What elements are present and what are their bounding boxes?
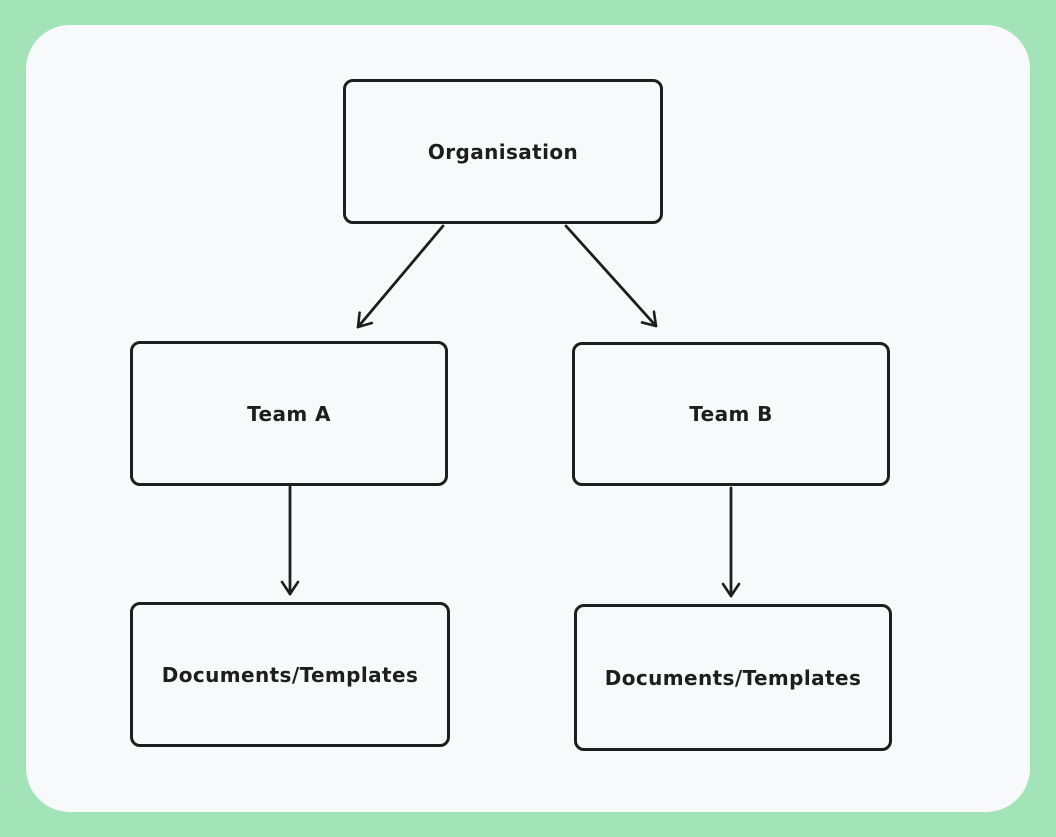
node-documents-templates-b-label: Documents/Templates <box>604 665 862 690</box>
node-team-b-label: Team B <box>689 402 773 426</box>
node-documents-templates-a-label: Documents/Templates <box>161 662 419 687</box>
node-team-a: Team A <box>130 341 448 486</box>
node-documents-templates-b: Documents/Templates <box>574 604 892 751</box>
node-organisation: Organisation <box>343 79 663 224</box>
node-team-b: Team B <box>572 342 890 486</box>
node-team-a-label: Team A <box>247 401 331 426</box>
node-documents-templates-a: Documents/Templates <box>130 602 450 747</box>
node-organisation-label: Organisation <box>427 139 579 164</box>
